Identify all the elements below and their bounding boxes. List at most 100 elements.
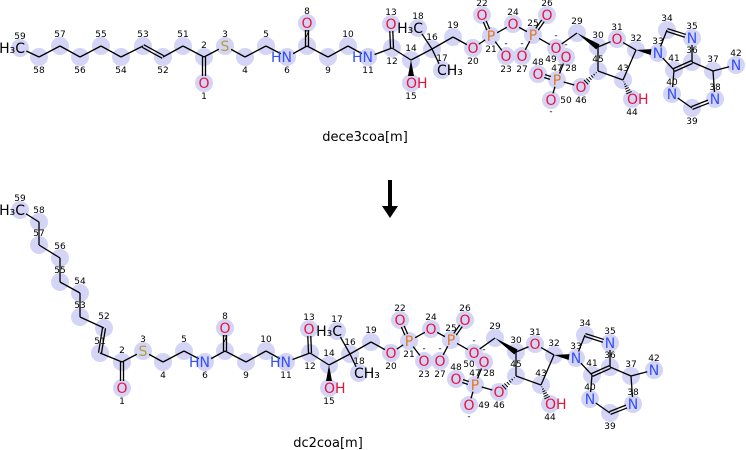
atom-label: O — [550, 41, 561, 57]
atom-label: N — [649, 363, 659, 379]
bond — [349, 353, 357, 367]
atom-highlight — [278, 48, 296, 66]
double-bond — [143, 44, 165, 57]
atom-highlight — [727, 56, 745, 74]
atom-highlight — [400, 332, 418, 350]
atom-highlight — [415, 352, 433, 370]
atom-number: 46 — [575, 96, 587, 106]
atom-number: 43 — [535, 369, 546, 379]
atom-number: 20 — [467, 57, 479, 67]
atom-label: O — [301, 16, 312, 32]
bond — [540, 354, 555, 386]
atom-number: 23 — [418, 370, 429, 380]
bond — [479, 337, 496, 350]
hash-bond — [625, 89, 631, 93]
atom-number: 39 — [686, 117, 698, 127]
bond — [609, 366, 632, 377]
bond — [515, 375, 542, 386]
double-bond — [141, 46, 163, 59]
atom-number: 10 — [260, 335, 272, 345]
atom-number: 31 — [611, 23, 622, 33]
atom-number: 4 — [242, 66, 248, 76]
atom-label: O — [476, 8, 487, 24]
atom-label: O — [493, 385, 504, 401]
atom-label: OH — [545, 397, 567, 413]
bond — [309, 352, 330, 366]
atom-number: 53 — [74, 301, 85, 311]
wedge-bond — [495, 338, 518, 355]
atom-number: 53 — [137, 30, 148, 40]
hash-bond — [583, 79, 589, 85]
atom-number: 45 — [510, 360, 521, 370]
hash-bond — [626, 90, 632, 95]
hash-bond — [511, 378, 514, 381]
atom-number: 55 — [95, 30, 106, 40]
atom-number: 34 — [661, 14, 673, 24]
hash-bond — [624, 85, 628, 88]
atom-number: 22 — [394, 304, 405, 314]
atom-highlight — [196, 353, 214, 371]
atom-label: O — [575, 80, 586, 96]
double-bond — [544, 74, 551, 78]
bond — [120, 45, 144, 58]
atom-highlight — [11, 39, 29, 57]
atom-highlight — [460, 396, 478, 414]
product-name: dc2coa[m] — [293, 436, 363, 450]
atom-number: 11 — [280, 371, 291, 381]
hash-bond — [593, 73, 596, 76]
atom-label: O — [418, 354, 429, 370]
double-bond — [537, 21, 545, 31]
bond — [558, 63, 565, 74]
double-bond — [100, 328, 107, 354]
atom-number: 50 — [463, 360, 475, 370]
bond — [436, 331, 446, 338]
atom-label: O — [611, 32, 622, 48]
atom-number: 1 — [201, 92, 207, 102]
atom-number: 7 — [304, 30, 310, 40]
atom-number: 13 — [303, 313, 314, 323]
bond — [659, 29, 668, 47]
bond — [630, 371, 648, 377]
atom-highlight — [542, 91, 560, 109]
bond — [518, 26, 528, 33]
atom-highlight — [482, 27, 500, 45]
atom-highlight — [422, 320, 440, 338]
atom-number: 14 — [405, 44, 417, 54]
bond — [691, 61, 714, 72]
double-bond — [310, 335, 313, 353]
atom-highlight — [464, 39, 482, 57]
bond — [452, 36, 468, 46]
atom-number: 55 — [54, 266, 65, 276]
atom-label: O — [425, 322, 436, 338]
atom-number: 7 — [222, 335, 228, 345]
atom-number: 56 — [54, 242, 66, 252]
charge-label: - — [472, 336, 475, 346]
atom-number: 47 — [551, 64, 562, 74]
double-bond — [482, 21, 488, 31]
bond — [306, 45, 329, 58]
bond — [183, 350, 200, 360]
atom-highlight — [350, 364, 368, 382]
atom-number: 11 — [362, 66, 373, 76]
charge-label: - — [422, 344, 425, 354]
atom-number: 42 — [730, 49, 741, 59]
double-bond — [97, 327, 104, 353]
hash-bond — [504, 383, 509, 388]
atom-label: O — [459, 313, 470, 329]
bond — [203, 48, 220, 58]
bond — [121, 353, 138, 363]
atom-label: N — [653, 46, 663, 62]
atom-label: O — [560, 50, 571, 66]
atom-label: O — [385, 17, 396, 33]
reactant-name: dece3coa[m] — [322, 130, 408, 145]
atom-number: 30 — [510, 336, 522, 346]
atom-number: 50 — [560, 96, 572, 106]
charge-label: - — [554, 31, 557, 41]
atom-highlight — [538, 6, 556, 24]
bond — [265, 45, 282, 55]
bond — [79, 316, 105, 329]
atom-label: O — [116, 381, 127, 397]
wedge-bond — [554, 354, 570, 361]
bond — [59, 281, 81, 294]
